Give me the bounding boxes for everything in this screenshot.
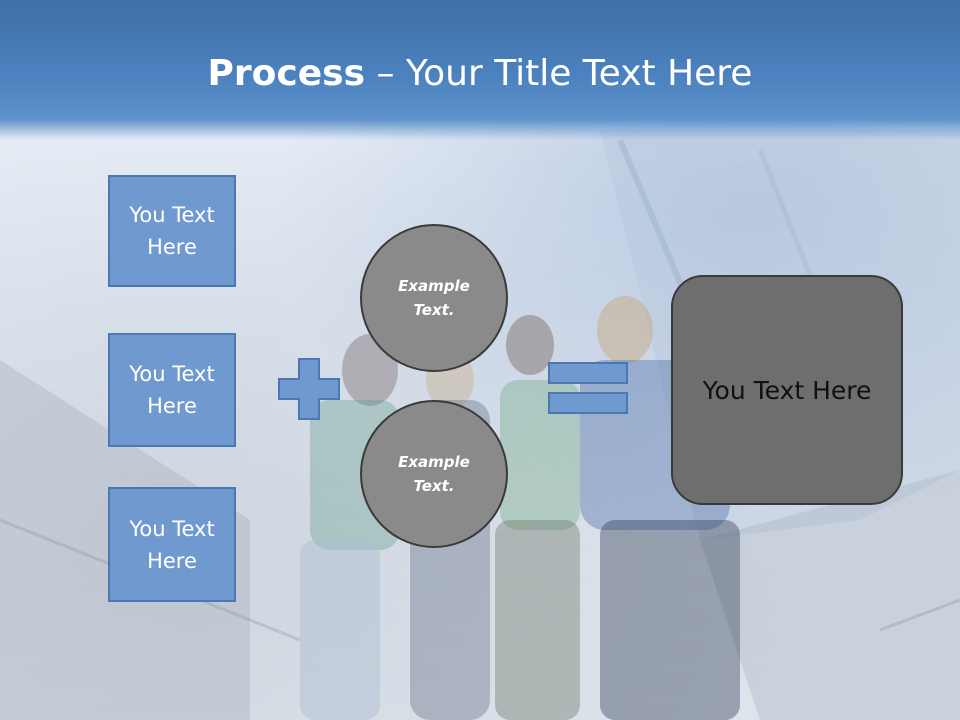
title-separator: – (365, 53, 406, 94)
example-circle-2[interactable]: Example Text. (360, 400, 508, 548)
example-circle-1[interactable]: Example Text. (360, 224, 508, 372)
title-bold: Process (207, 53, 366, 94)
text-box-1-label: You Text Here (129, 203, 215, 259)
text-box-1[interactable]: You Text Here (108, 175, 236, 287)
slide-title: Process – Your Title Text Here (0, 52, 960, 96)
example-circle-2-label: Example Text. (398, 453, 470, 495)
equals-icon (548, 362, 628, 414)
text-box-3[interactable]: You Text Here (108, 487, 236, 602)
text-box-2-label: You Text Here (129, 362, 215, 418)
title-rest: Your Title Text Here (405, 53, 753, 94)
result-box[interactable]: You Text Here (671, 275, 903, 505)
result-box-label: You Text Here (702, 375, 872, 405)
plus-icon (278, 358, 340, 420)
text-box-3-label: You Text Here (129, 516, 215, 573)
text-box-2[interactable]: You Text Here (108, 333, 236, 447)
title-bar (0, 0, 960, 140)
example-circle-1-label: Example Text. (398, 277, 470, 319)
